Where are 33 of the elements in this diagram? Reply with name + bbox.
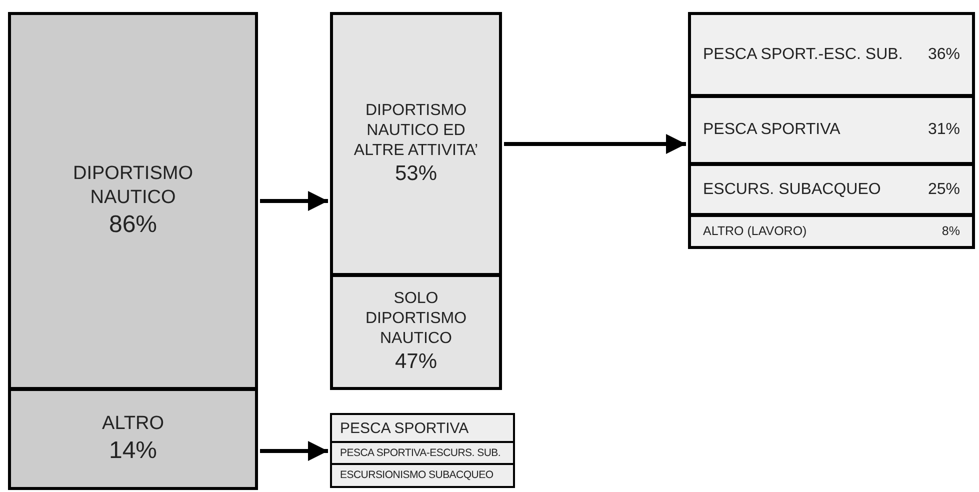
category-box: [330, 12, 502, 276]
breakdown-row: [688, 214, 975, 249]
percentage-value: 31%: [928, 120, 960, 140]
category-label: DIPORTISMO NAUTICO: [72, 162, 194, 210]
row-label: PESCA SPORTIVA: [340, 420, 469, 436]
list-row: [330, 441, 515, 465]
breakdown-row: [688, 12, 975, 97]
arrow: [260, 441, 328, 461]
row-label: ESCURSIONISMO SUBACQUEO: [340, 470, 494, 481]
list-row: [330, 463, 515, 488]
category-label: SOLO DIPORTISMO NAUTICO: [364, 288, 468, 349]
row-label: PESCA SPORTIVA: [703, 120, 840, 140]
category-box: [8, 388, 258, 490]
category-box: [330, 274, 502, 390]
breakdown-row: [688, 163, 975, 216]
percentage-value: 86%: [108, 210, 158, 240]
percentage-value: 53%: [394, 160, 438, 187]
percentage-value: 8%: [942, 223, 960, 240]
category-box: [8, 12, 258, 390]
percentage-value: 36%: [928, 44, 960, 64]
row-label: ESCURS. SUBACQUEO: [703, 180, 881, 200]
percentage-value: 25%: [928, 180, 960, 200]
row-label: PESCA SPORT.-ESC. SUB.: [703, 44, 903, 64]
category-label: DIPORTISMO NAUTICO ED ALTRE ATTIVITA’: [352, 100, 480, 161]
list-row: [330, 413, 515, 443]
row-label: PESCA SPORTIVA-ESCURS. SUB.: [340, 448, 501, 458]
arrow: [260, 191, 328, 211]
percentage-value: 14%: [108, 436, 158, 466]
category-label: ALTRO: [101, 412, 165, 436]
row-label: ALTRO (LAVORO): [703, 223, 807, 240]
arrow: [504, 134, 686, 154]
breakdown-row: [688, 95, 975, 165]
percentage-value: 47%: [394, 348, 438, 375]
